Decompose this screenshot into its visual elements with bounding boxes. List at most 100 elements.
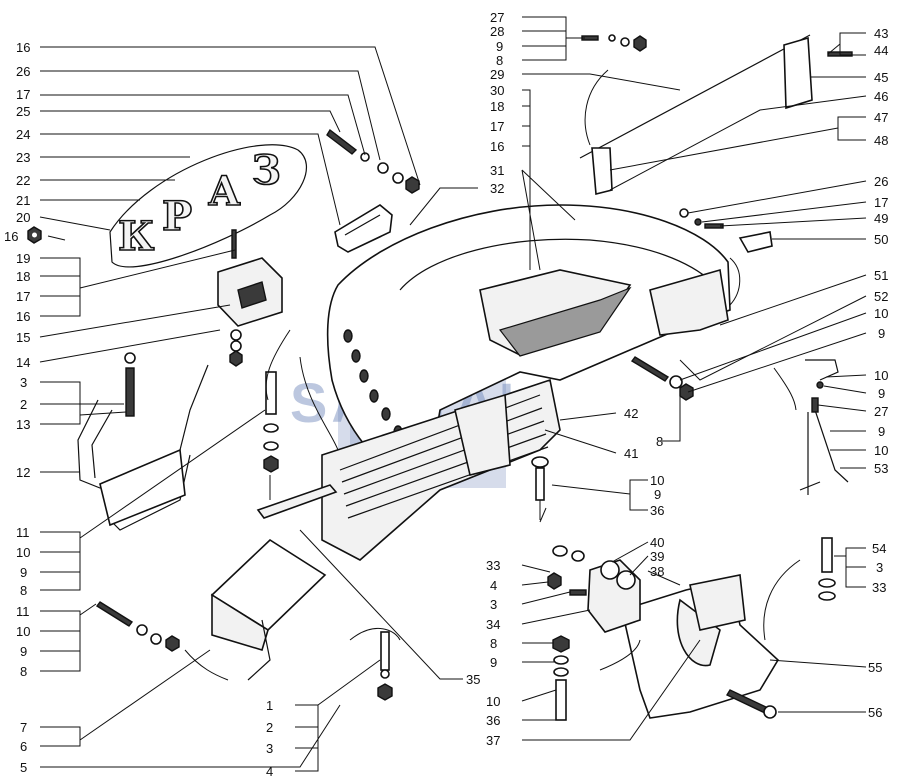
callout-label: 19 <box>16 251 30 266</box>
callout-label: 4 <box>266 764 273 779</box>
callout-label: 49 <box>874 211 888 226</box>
washer-icon <box>571 550 585 562</box>
callout-label: 10 <box>874 368 888 383</box>
foot-step-side <box>211 593 269 651</box>
rear-support-lug <box>689 574 746 631</box>
arrow-curve <box>729 257 741 306</box>
callout-label: 3 <box>266 741 273 756</box>
callout-label: 3 <box>876 560 883 575</box>
callout-label: 36 <box>650 503 664 518</box>
washer-icon <box>694 218 702 226</box>
hinge-clip <box>738 231 773 253</box>
callout-label: 51 <box>874 268 888 283</box>
washer-icon <box>360 152 370 162</box>
washer-icon <box>377 162 389 174</box>
bolt-icon <box>231 229 237 259</box>
callout-label: 35 <box>466 672 480 687</box>
washer-icon <box>763 705 777 719</box>
bolt-stack-center <box>552 635 570 721</box>
stud-stack-left <box>263 371 279 473</box>
hood-rear-bracket <box>649 268 729 336</box>
hood-crown-line <box>399 238 713 291</box>
callout-label: 8 <box>496 53 503 68</box>
nut-icon <box>547 572 562 590</box>
nut-icon <box>377 683 393 701</box>
callout-label: 33 <box>872 580 886 595</box>
callout-label: 39 <box>650 549 664 564</box>
callout-label: 29 <box>490 67 504 82</box>
step-frame-part <box>77 352 209 531</box>
bolt-stack-bottom <box>377 631 393 701</box>
grille-lower-strip <box>256 484 338 519</box>
callout-label: 12 <box>16 465 30 480</box>
callout-label: 18 <box>16 269 30 284</box>
logo-bubble-outline <box>109 144 308 268</box>
washer-icon <box>552 545 568 557</box>
callout-label: 32 <box>490 181 504 196</box>
callout-label: 23 <box>16 150 30 165</box>
callout-label: 6 <box>20 739 27 754</box>
washer-icon <box>263 441 279 451</box>
callout-label: 9 <box>496 39 503 54</box>
callout-label: 54 <box>872 541 886 556</box>
callout-label: 52 <box>874 289 888 304</box>
bolt-icon <box>326 128 358 155</box>
callout-label: 14 <box>16 355 30 370</box>
callout-label: 9 <box>878 326 885 341</box>
callout-labels: 16 26 17 25 24 23 22 21 20 16 19 18 17 1… <box>4 10 888 779</box>
rear-support-slot <box>676 598 721 667</box>
washer-icon <box>230 329 242 341</box>
bolt-icon <box>630 356 670 382</box>
washer-icon <box>553 667 569 677</box>
callout-label: 8 <box>656 434 663 449</box>
callout-label: 22 <box>16 173 30 188</box>
grille-center-bracket <box>454 393 511 476</box>
arrow-curve <box>184 649 229 681</box>
callout-label: 16 <box>4 229 18 244</box>
callout-label: 43 <box>874 26 888 41</box>
washer-icon <box>263 423 279 433</box>
nut-icon <box>633 35 647 52</box>
callout-label: 28 <box>490 24 504 39</box>
washer-icon <box>620 37 630 47</box>
callout-label: 17 <box>490 119 504 134</box>
grille-bars <box>339 394 549 519</box>
washer-icon <box>669 375 683 389</box>
callout-label: 27 <box>874 404 888 419</box>
pivot-assembly-part <box>547 545 641 633</box>
callout-label: 8 <box>490 636 497 651</box>
callout-label: 9 <box>20 565 27 580</box>
callout-label: 10 <box>486 694 500 709</box>
callout-label: 38 <box>650 564 664 579</box>
washer-icon <box>392 172 404 184</box>
step-frame-rods <box>77 364 209 531</box>
callout-label: 16 <box>16 309 30 324</box>
washer-icon <box>818 591 836 601</box>
pivot-bushing <box>616 570 636 590</box>
bolt-icon <box>821 537 833 573</box>
nut-icon <box>405 176 420 194</box>
nut-icon <box>263 455 279 473</box>
callout-label: 1 <box>266 698 273 713</box>
hinge-parts-right <box>679 208 849 495</box>
arrow-curve <box>763 559 801 641</box>
callout-label: 5 <box>20 760 27 775</box>
callout-label: 3 <box>20 375 27 390</box>
callout-label: 10 <box>650 473 664 488</box>
nut-icon <box>165 635 180 652</box>
logo-letter-r: Р <box>162 193 192 240</box>
callout-label: 10 <box>874 306 888 321</box>
hood-vent-slots <box>498 286 632 357</box>
logo-letter-k: К <box>118 213 154 260</box>
hinge-link <box>805 359 839 381</box>
callout-label: 7 <box>20 720 27 735</box>
bolt-icon <box>569 589 587 596</box>
callout-label: 41 <box>624 446 638 461</box>
callout-label: 30 <box>490 83 504 98</box>
callout-label: 37 <box>486 733 500 748</box>
washer-icon <box>230 340 242 352</box>
bolt-icon <box>811 397 819 413</box>
callout-label: 16 <box>490 139 504 154</box>
callout-label: 27 <box>490 10 504 25</box>
